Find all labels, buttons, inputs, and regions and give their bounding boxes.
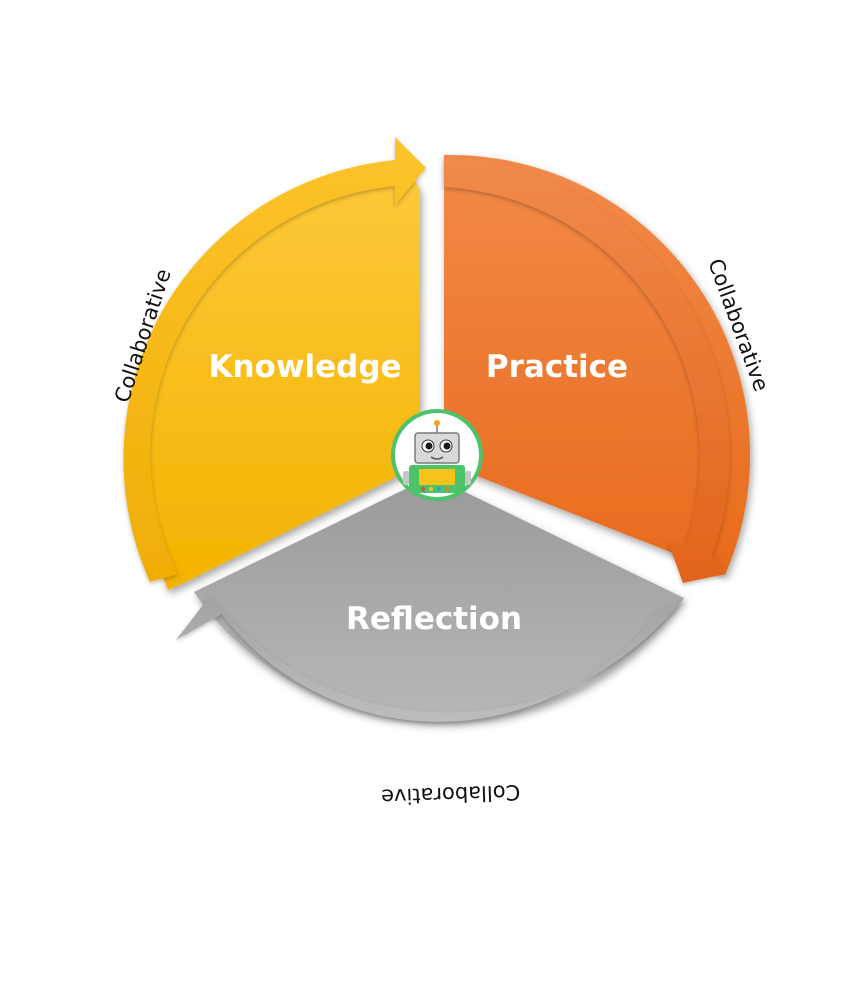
collaborative-label-bottom: Collaborative bbox=[381, 780, 521, 809]
knowledge-segment bbox=[144, 165, 421, 590]
practice-segment bbox=[444, 154, 751, 575]
reflection-segment bbox=[194, 476, 684, 722]
practice-label: Practice bbox=[486, 349, 628, 385]
knowledge-arrow bbox=[123, 137, 426, 582]
practice-arrow bbox=[444, 155, 730, 583]
knowledge-label: Knowledge bbox=[208, 349, 401, 385]
reflection-label: Reflection bbox=[346, 601, 522, 637]
robot-icon bbox=[391, 409, 483, 501]
